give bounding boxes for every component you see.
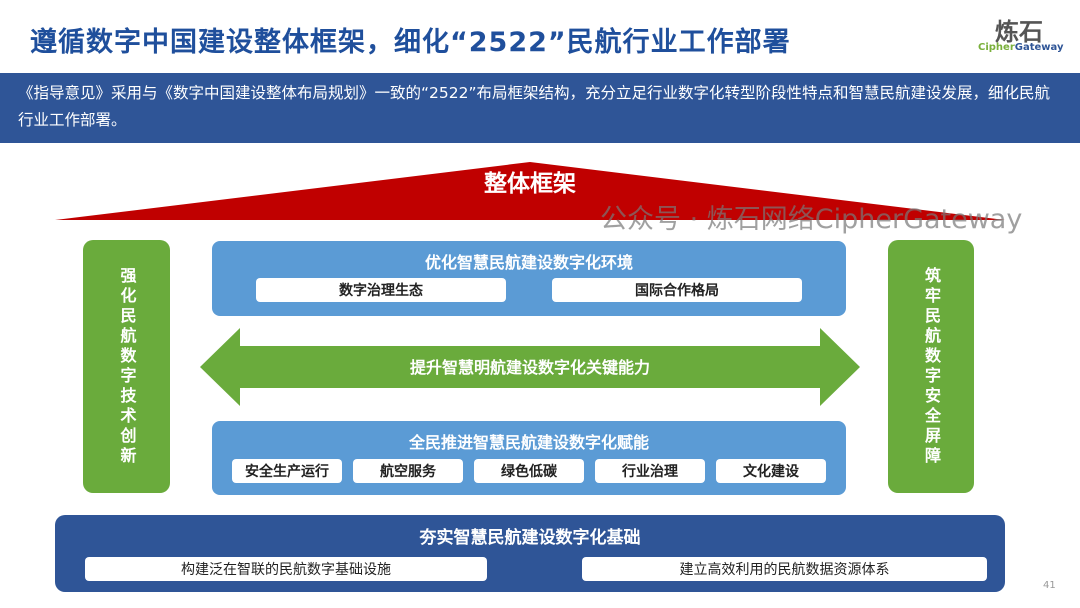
slide-title: 遵循数字中国建设整体框架，细化“2522”民航行业工作部署 (30, 27, 791, 58)
right-pillar: 筑牢民航数字安全屏障 (888, 240, 974, 493)
arrow-label: 提升智慧明航建设数字化关键能力 (409, 358, 650, 377)
framework-label: 整体框架 (484, 171, 576, 197)
left-pillar: 强化民航数字技术创新 (83, 240, 170, 493)
capability-arrow (200, 328, 860, 406)
chip: 航空服务 (353, 459, 463, 483)
chip: 构建泛在智联的民航数字基础设施 (85, 557, 487, 581)
bottom-box: 夯实智慧民航建设数字化基础 构建泛在智联的民航数字基础设施 建立高效利用的民航数… (55, 515, 1005, 592)
chip: 国际合作格局 (552, 278, 802, 302)
chip: 文化建设 (716, 459, 826, 483)
watermark: 公众号 · 炼石网络CipherGateway (600, 204, 1023, 235)
mid-box: 全民推进智慧民航建设数字化赋能 安全生产运行 航空服务 绿色低碳 行业治理 文化… (212, 421, 846, 495)
framework-triangle (55, 162, 1005, 220)
chip: 建立高效利用的民航数据资源体系 (582, 557, 987, 581)
logo-en-a: Cipher (978, 42, 1015, 53)
page-number: 41 (1043, 580, 1056, 591)
logo-en: CipherGateway (978, 42, 1063, 53)
logo-en-b: Gateway (1014, 42, 1064, 53)
top-box-title: 优化智慧民航建设数字化环境 (424, 253, 633, 272)
chip: 安全生产运行 (232, 459, 342, 483)
bottom-box-title: 夯实智慧民航建设数字化基础 (419, 528, 641, 548)
intro-band: 《指导意见》采用与《数字中国建设整体布局规划》一致的“2522”布局框架结构，充… (0, 73, 1080, 143)
chip: 行业治理 (595, 459, 705, 483)
chip: 绿色低碳 (474, 459, 584, 483)
mid-box-title: 全民推进智慧民航建设数字化赋能 (408, 433, 649, 452)
chip: 数字治理生态 (256, 278, 506, 302)
logo-cn: 炼石 (995, 18, 1043, 46)
top-box: 优化智慧民航建设数字化环境 数字治理生态 国际合作格局 (212, 241, 846, 316)
